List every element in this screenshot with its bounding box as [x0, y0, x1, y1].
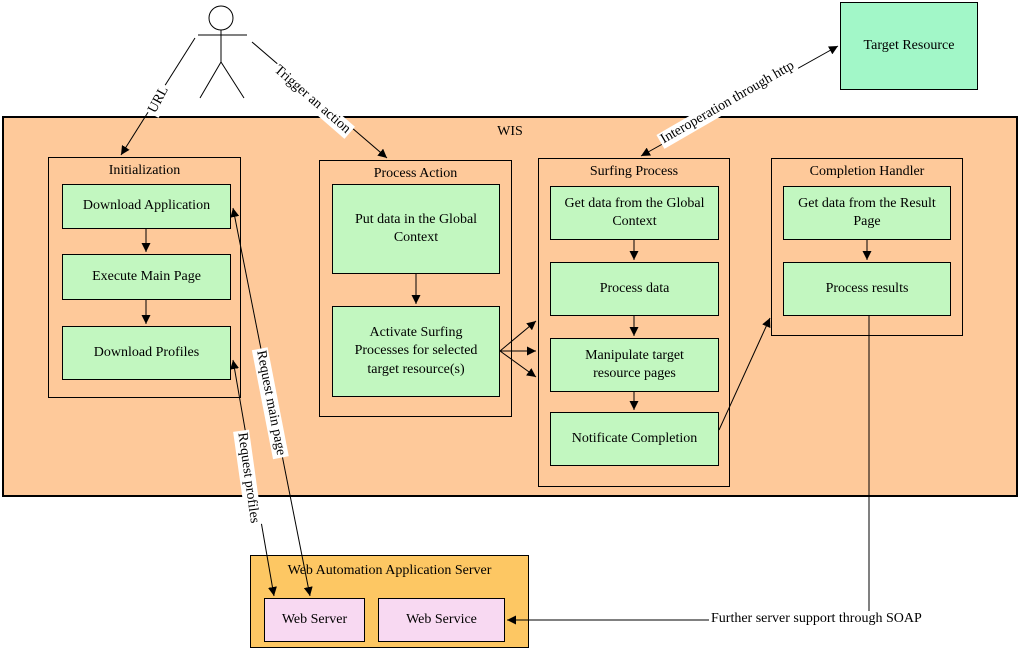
- notificate-completion-box[interactable]: Notificate Completion: [550, 412, 719, 466]
- group-completion-handler-title: Completion Handler: [809, 164, 925, 179]
- get-data-global-box[interactable]: Get data from the Global Context: [550, 186, 719, 240]
- manipulate-pages-box[interactable]: Manipulate target resource pages: [550, 338, 719, 392]
- put-data-global-box[interactable]: Put data in the Global Context: [332, 184, 500, 274]
- group-surfing-process: Surfing Process: [538, 158, 730, 487]
- group-completion-handler: Completion Handler: [771, 158, 963, 336]
- get-data-result-box[interactable]: Get data from the Result Page: [783, 186, 951, 240]
- group-process-action-title: Process Action: [373, 166, 458, 181]
- wis-title: WIS: [497, 124, 523, 139]
- web-server-box[interactable]: Web Server: [264, 598, 365, 642]
- group-initialization-title: Initialization: [108, 163, 181, 178]
- download-profiles-box[interactable]: Download Profiles: [62, 326, 231, 380]
- edge-activate-3: [499, 350, 537, 378]
- execute-main-page-box[interactable]: Execute Main Page: [62, 254, 231, 300]
- edge-activate-1: [499, 320, 537, 352]
- group-surfing-process-title: Surfing Process: [589, 164, 679, 179]
- download-application-box[interactable]: Download Application: [62, 184, 231, 229]
- web-service-box[interactable]: Web Service: [378, 598, 505, 642]
- edge-notify: [718, 317, 771, 431]
- label-soap: Further server support through SOAP: [709, 611, 924, 627]
- group-process-action: Process Action: [319, 160, 512, 417]
- target-resource-box[interactable]: Target Resource: [840, 2, 978, 90]
- process-data-box[interactable]: Process data: [550, 262, 719, 316]
- activate-surfing-box[interactable]: Activate Surfing Processes for selected …: [332, 306, 500, 397]
- process-results-box[interactable]: Process results: [783, 262, 951, 316]
- web-automation-server-title: Web Automation Application Server: [287, 563, 492, 578]
- edge-soap: [507, 316, 870, 625]
- stick-figure-actor-icon: [198, 5, 247, 99]
